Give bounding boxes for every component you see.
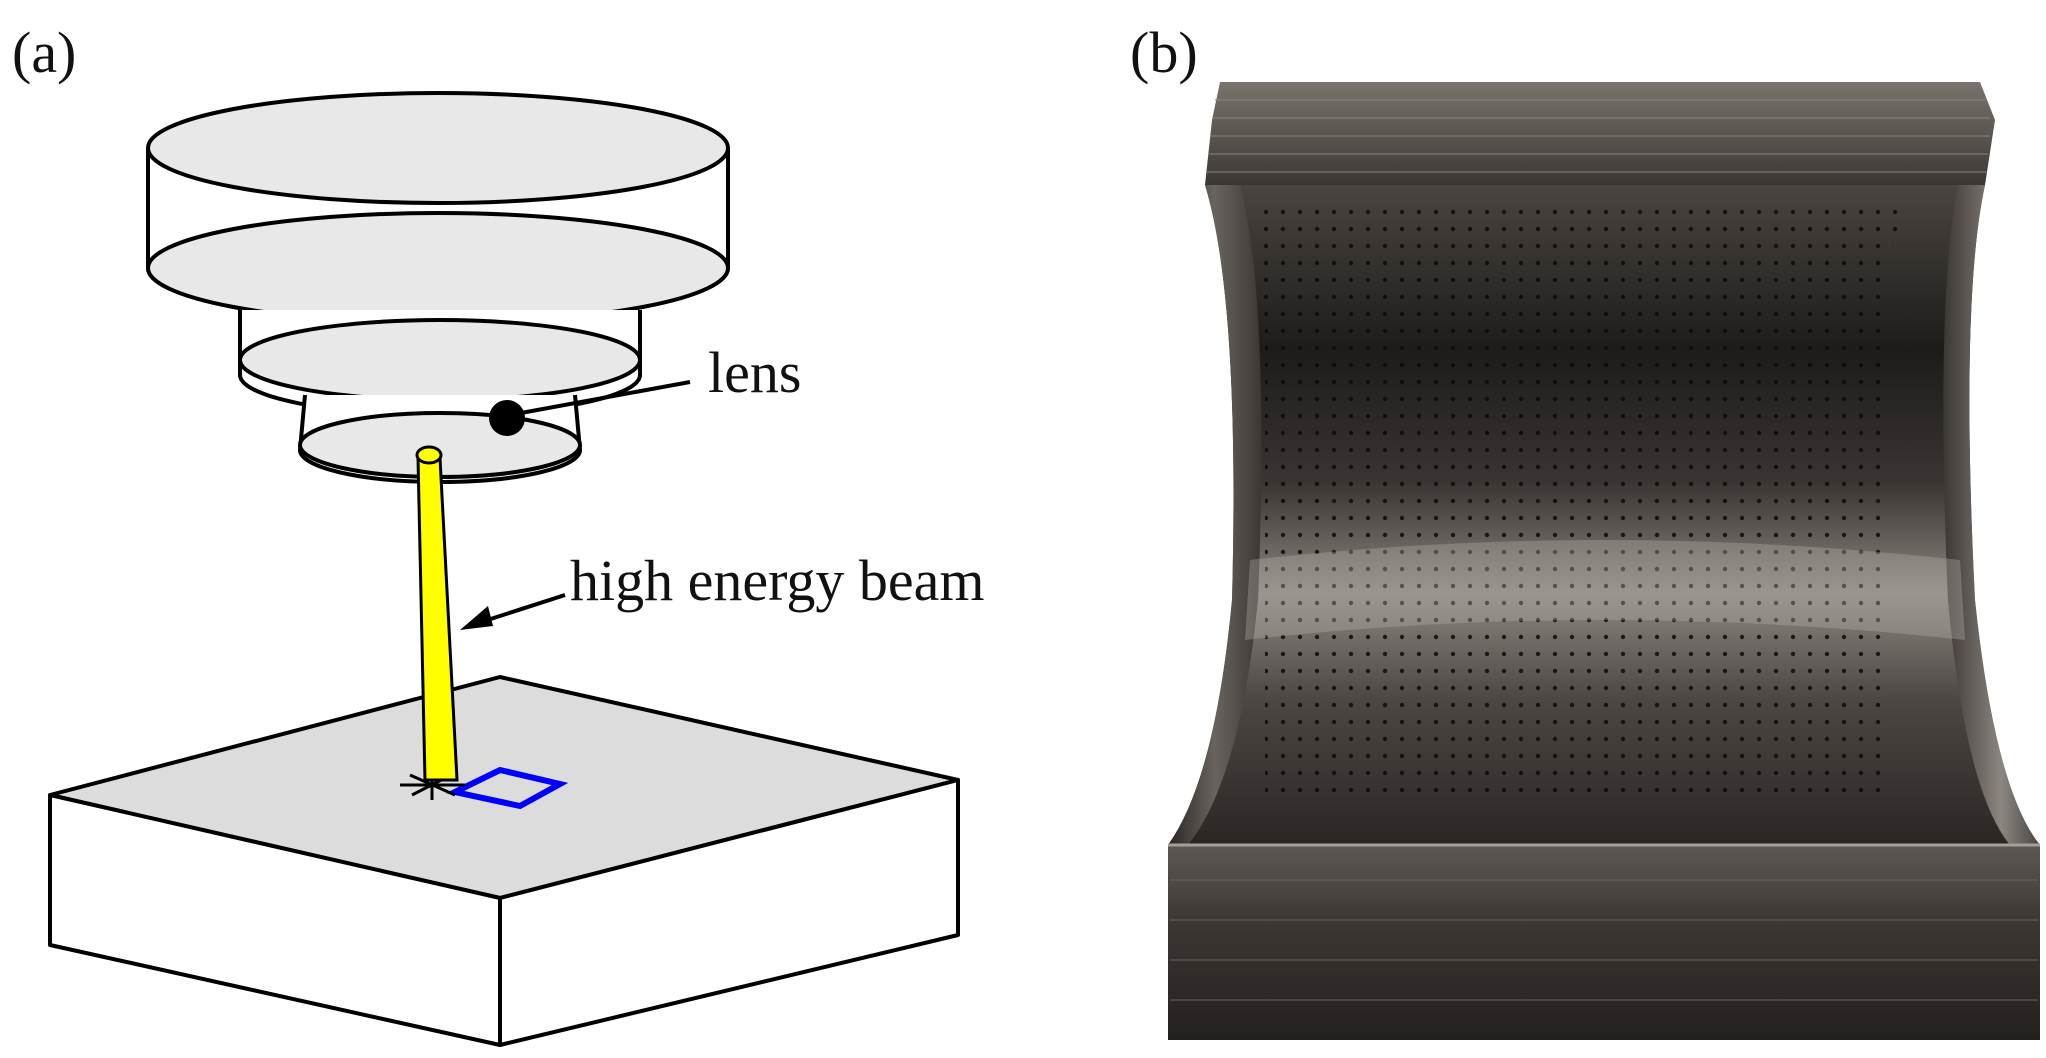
perforation-grid — [1262, 200, 1920, 800]
panel-b-label: (b) — [1130, 20, 1198, 85]
beam-callout: high energy beam — [460, 548, 984, 630]
panel-a-label: (a) — [12, 20, 76, 85]
lens-label: lens — [708, 340, 801, 405]
lens-dot-icon — [489, 400, 525, 436]
panel-b: (b) — [1130, 20, 2040, 1040]
scan-path — [445, 766, 569, 810]
beam-label: high energy beam — [570, 548, 984, 613]
energy-beam — [415, 445, 459, 782]
panel-a: (a) lens — [12, 20, 984, 1047]
arrow-head-icon — [460, 606, 493, 630]
laser-head — [146, 91, 730, 484]
workpiece — [48, 675, 960, 1047]
lens-callout: lens — [489, 340, 801, 436]
metal-part-photo — [1168, 82, 2040, 1040]
